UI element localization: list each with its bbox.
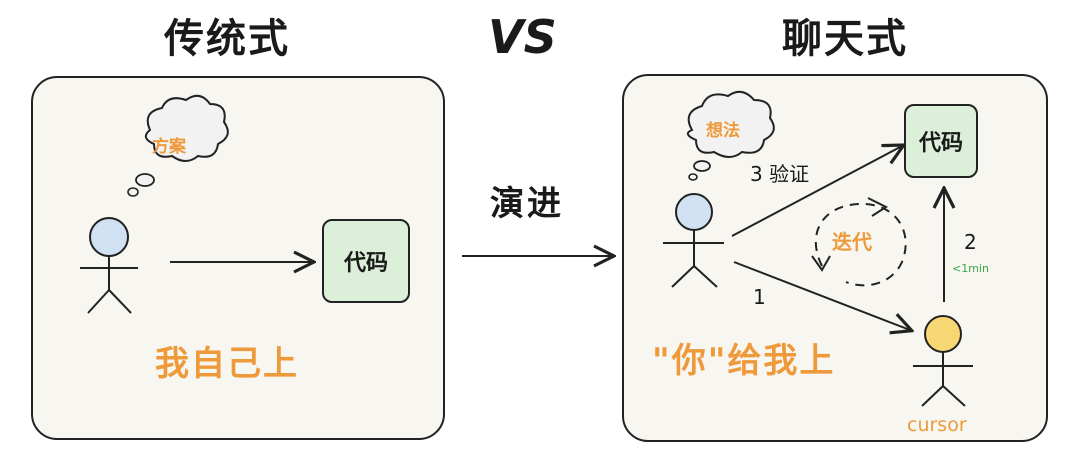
left-title: 传统式 [164, 16, 290, 62]
do-it-myself-caption: 我自己上 [155, 344, 299, 384]
iterate-arrowhead-bottom [811, 255, 831, 272]
step2-label: 2 [964, 230, 977, 254]
verify-arrow [731, 146, 902, 237]
right-title: 聊天式 [782, 16, 908, 62]
code-box: 代码 [322, 219, 410, 303]
cursor-agent-icon [913, 315, 973, 407]
instruct-arrow [733, 261, 910, 330]
cursor-label: cursor [907, 414, 967, 436]
thought-cloud-icon [127, 94, 229, 197]
iterate-label: 迭代 [832, 230, 872, 254]
vs-label: VS [488, 10, 557, 64]
plan-thought-label: 方案 [152, 137, 186, 157]
code-box: 代码 [904, 104, 978, 178]
step1-label: 1 [753, 285, 766, 309]
idea-thought-label: 想法 [706, 121, 740, 141]
step3-verify-label: 3 验证 [750, 162, 810, 186]
thought-cloud-icon [686, 90, 775, 181]
iterate-arrowhead-top [867, 197, 889, 217]
person-icon [663, 193, 724, 288]
you-do-it-caption: "你"给我上 [652, 341, 836, 381]
evolution-label: 演进 [490, 184, 564, 224]
person-icon [80, 217, 138, 314]
step2-time-label: <1min [952, 262, 989, 275]
